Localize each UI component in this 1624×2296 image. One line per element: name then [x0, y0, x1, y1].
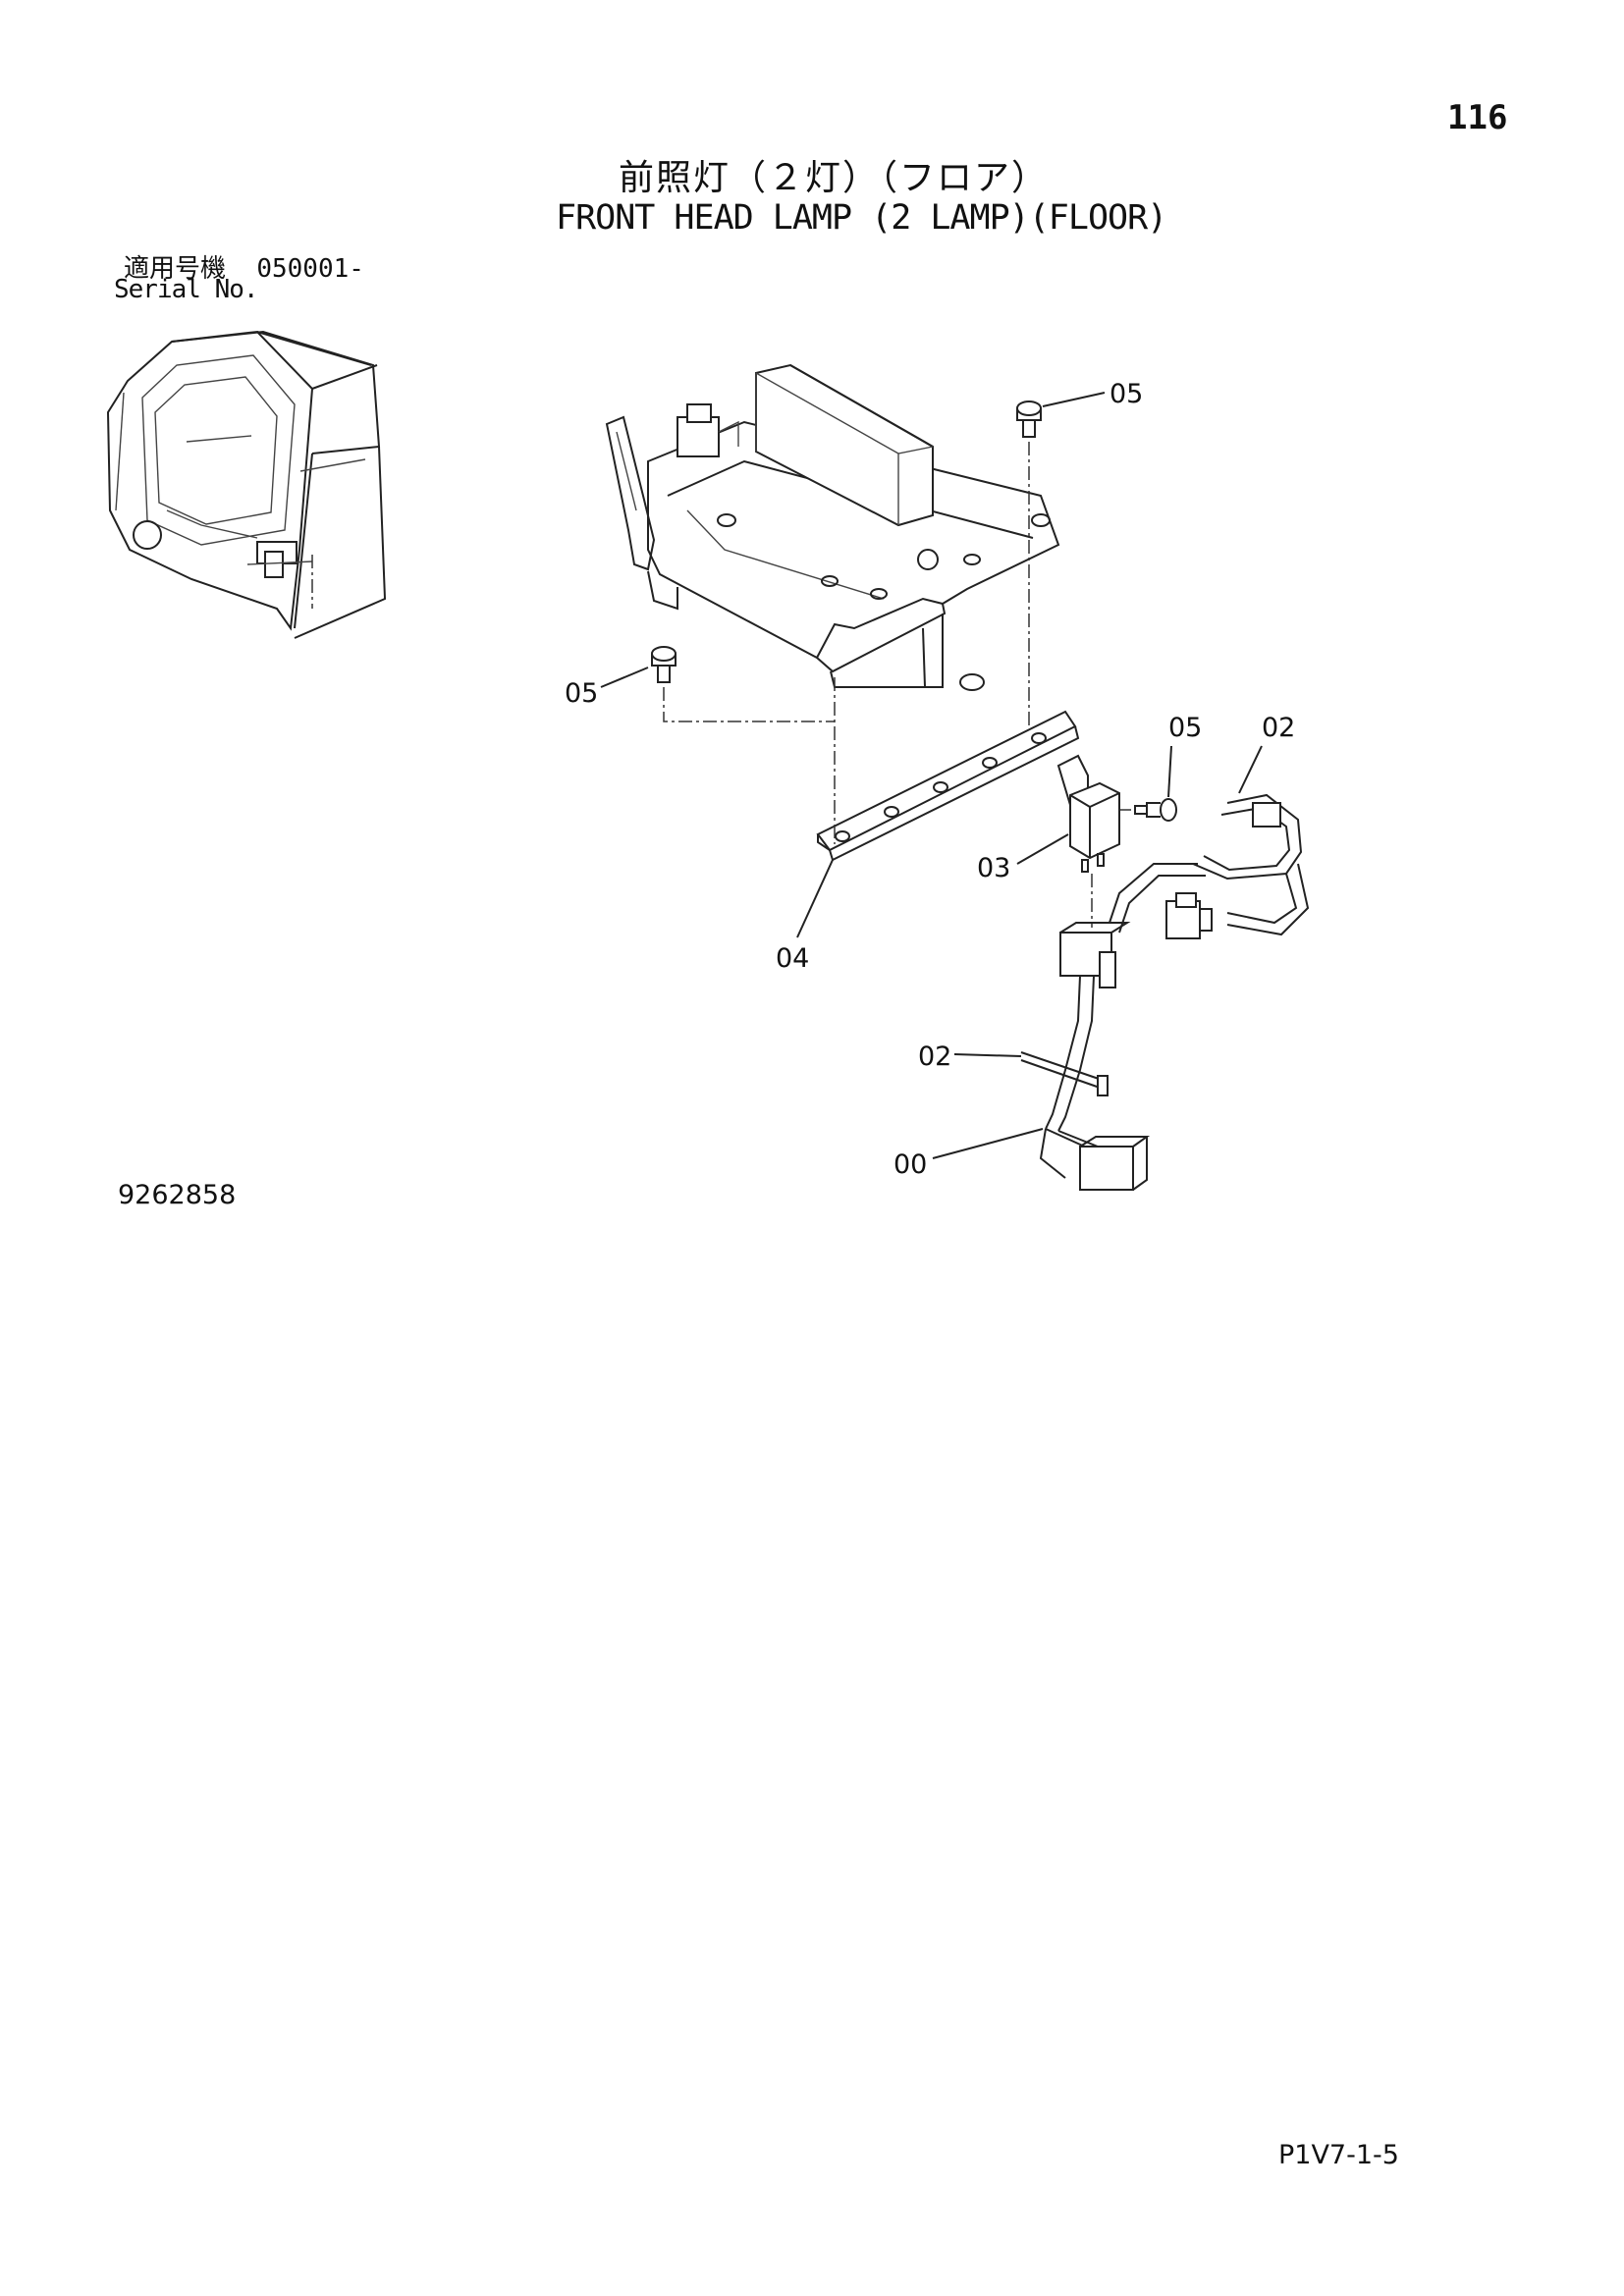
callout-04: 04: [776, 943, 809, 974]
serial-label-japanese: 適用号機: [124, 254, 227, 284]
callout-05-top: 05: [1110, 379, 1143, 409]
page-number: 116: [1447, 98, 1508, 137]
wire-harness: [1020, 793, 1310, 1191]
bolt-05-left: [651, 646, 835, 722]
serial-range: 適用号機 050001-: [124, 248, 364, 285]
page-title-japanese: 前照灯（２灯）（フロア）: [619, 158, 1050, 198]
callout-05-right: 05: [1168, 713, 1202, 743]
callout-05-left: 05: [565, 678, 598, 709]
callout-02-bottom: 02: [918, 1041, 951, 1072]
floor-bracket-assembly: [605, 363, 1060, 691]
cab-overview-illustration: [106, 330, 387, 639]
page-title-english: FRONT HEAD LAMP (2 LAMP)(FLOOR): [556, 198, 1167, 238]
mounting-rail: [816, 677, 1080, 862]
drawing-number: 9262858: [118, 1180, 237, 1210]
page-code: P1V7-1-5: [1278, 2140, 1399, 2170]
callout-02-top: 02: [1262, 713, 1295, 743]
leader-lines: [600, 392, 1263, 1159]
serial-label-english: Serial No.: [114, 275, 259, 304]
serial-value: 050001-: [256, 254, 364, 284]
bolt-05-top: [1016, 400, 1042, 726]
relay: [1056, 754, 1120, 928]
callout-00: 00: [893, 1149, 927, 1180]
callout-03: 03: [977, 853, 1010, 883]
